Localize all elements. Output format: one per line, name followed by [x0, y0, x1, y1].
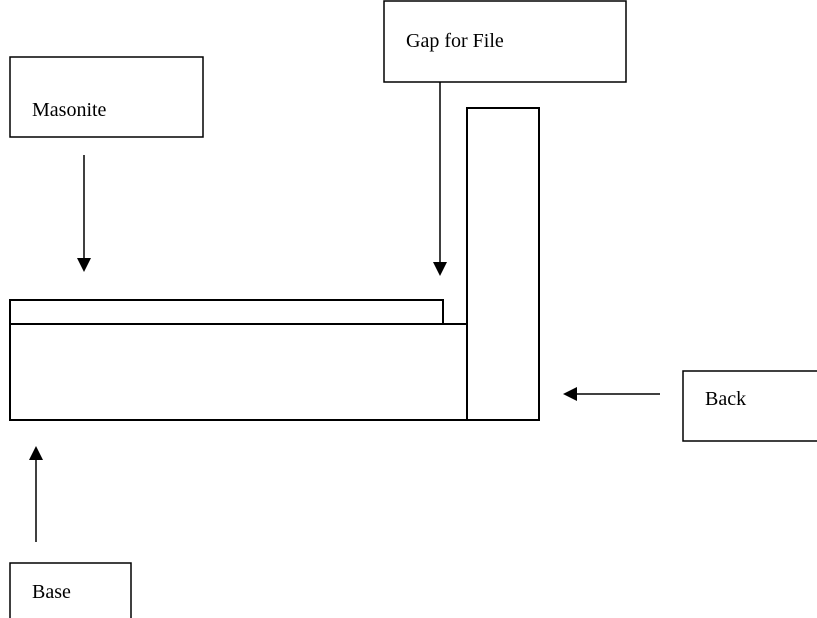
- base-board: [9, 323, 468, 421]
- back-label: Back: [705, 388, 746, 410]
- back-arrow-head: [563, 387, 577, 401]
- masonite-arrow-head: [77, 258, 91, 272]
- base-arrow-head: [29, 446, 43, 460]
- back-callout: Back: [682, 370, 817, 442]
- gap-arrow-head: [433, 262, 447, 276]
- masonite-callout: Masonite: [9, 56, 204, 138]
- gap-for-file-callout: Gap for File: [383, 0, 627, 83]
- masonite-box: [9, 56, 204, 138]
- back-box: [682, 370, 817, 442]
- back-arrow: [563, 387, 660, 401]
- base-callout: Base: [9, 562, 132, 618]
- masonite-label: Masonite: [32, 99, 107, 121]
- masonite-strip: [9, 299, 444, 325]
- base-label: Base: [32, 581, 71, 603]
- base-box: [9, 562, 132, 618]
- gap-for-file-label: Gap for File: [406, 30, 504, 52]
- gap-arrow: [433, 82, 447, 276]
- base-arrow: [29, 446, 43, 542]
- masonite-arrow: [77, 155, 91, 272]
- jig-assembly: [9, 107, 540, 421]
- gap-for-file-box: [383, 0, 627, 83]
- back-board: [466, 107, 540, 421]
